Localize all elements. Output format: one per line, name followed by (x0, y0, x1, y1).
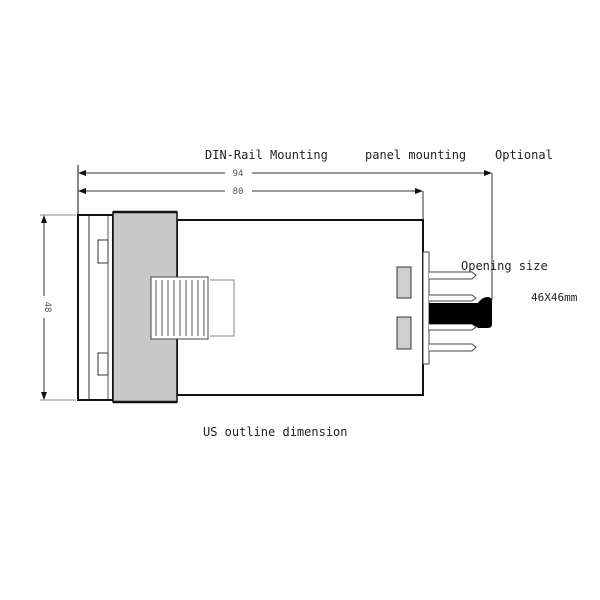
dim-94-label: 94 (233, 169, 244, 179)
din-rail-label: DIN-Rail Mounting (205, 148, 328, 162)
screw-bracket (210, 279, 235, 337)
pin (429, 294, 477, 302)
diagram-caption: US outline dimension (203, 425, 348, 439)
housing-body (176, 219, 424, 396)
body-tab-top (396, 266, 412, 299)
screw-ribs (155, 280, 205, 336)
dim-48-label: 48 (42, 302, 52, 313)
bezel-latch-top (97, 239, 109, 264)
dim-80-label: 80 (233, 187, 244, 197)
bezel-latch-bottom (97, 352, 109, 376)
pin (429, 271, 477, 280)
body-tab-bottom (396, 316, 412, 350)
panel-mounting-label: panel mounting (365, 148, 466, 162)
pin (429, 343, 477, 352)
connector-plug (429, 297, 492, 328)
terminal-plate (422, 251, 430, 365)
pin (429, 323, 477, 331)
terminal-pins (429, 271, 477, 352)
opening-size-label: Opening size (461, 259, 548, 273)
opening-size-value: 46X46mm (531, 291, 578, 304)
optional-label: Optional (495, 148, 553, 162)
